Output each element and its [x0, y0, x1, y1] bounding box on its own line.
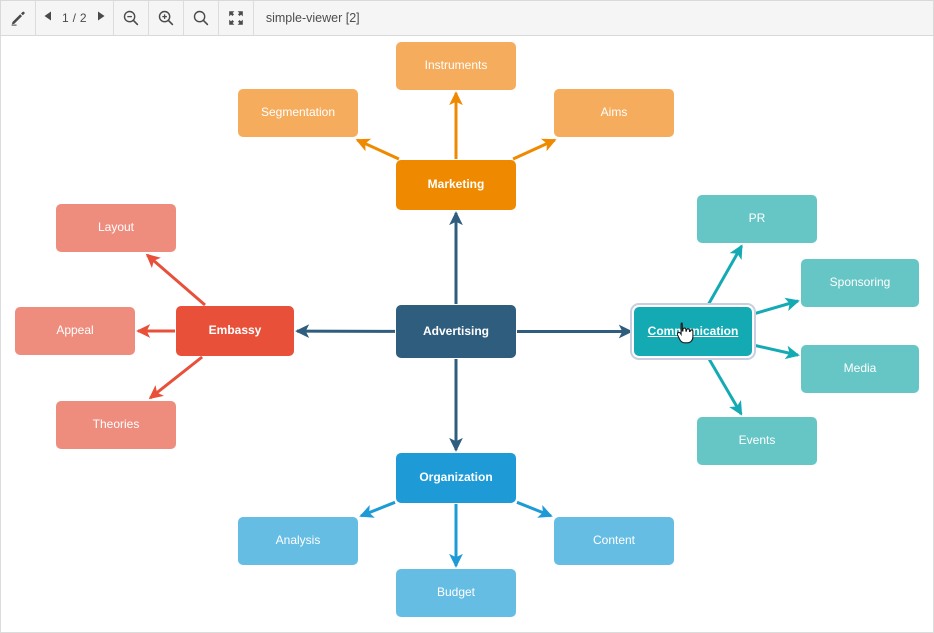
- node-label: Events: [738, 433, 776, 448]
- node-label: Instruments: [424, 58, 488, 73]
- node-label: Communication: [647, 323, 739, 338]
- node-media[interactable]: Media: [801, 345, 919, 393]
- page-indicator: 1 / 2: [62, 11, 87, 25]
- edge-layer: [136, 91, 800, 568]
- viewer-toolbar: 1 / 2: [0, 0, 934, 36]
- node-organization[interactable]: Organization: [396, 453, 516, 503]
- zoom-out-button[interactable]: [113, 1, 149, 35]
- node-label: Aims: [600, 105, 628, 120]
- node-appeal[interactable]: Appeal: [15, 307, 135, 355]
- node-label: Embassy: [208, 323, 262, 338]
- node-aims[interactable]: Aims: [554, 89, 674, 137]
- edge-communication-to-sponsoring: [752, 297, 800, 316]
- node-content[interactable]: Content: [554, 517, 674, 565]
- zoom-out-icon: [122, 9, 140, 27]
- node-embassy[interactable]: Embassy: [176, 306, 294, 356]
- node-budget[interactable]: Budget: [396, 569, 516, 617]
- fullscreen-button[interactable]: [218, 1, 254, 35]
- node-theories[interactable]: Theories: [56, 401, 176, 449]
- node-label: Analysis: [275, 533, 321, 548]
- node-label: Content: [592, 533, 636, 548]
- document-title: simple-viewer [2]: [265, 11, 360, 25]
- edge-organization-to-analysis: [359, 500, 396, 518]
- fullscreen-icon: [227, 9, 245, 27]
- node-label: Segmentation: [260, 105, 336, 120]
- pencil-icon: [9, 9, 27, 27]
- node-label: Media: [843, 361, 877, 376]
- node-sponsoring[interactable]: Sponsoring: [801, 259, 919, 307]
- node-marketing[interactable]: Marketing: [396, 160, 516, 210]
- node-label: Budget: [436, 585, 476, 600]
- triangle-right-icon: [95, 9, 107, 27]
- node-label: Advertising: [422, 323, 489, 338]
- zoom-in-button[interactable]: [148, 1, 184, 35]
- page-navigator: 1 / 2: [36, 1, 114, 35]
- node-events[interactable]: Events: [697, 417, 817, 465]
- edge-embassy-to-theories: [148, 355, 204, 400]
- node-label: Sponsoring: [829, 275, 891, 290]
- node-label: Layout: [97, 220, 135, 235]
- node-pr[interactable]: PR: [697, 195, 817, 243]
- zoom-reset-button[interactable]: [183, 1, 219, 35]
- edge-communication-to-pr: [706, 244, 743, 307]
- edge-organization-to-content: [516, 500, 553, 518]
- edge-communication-to-media: [752, 343, 800, 360]
- previous-page-button[interactable]: [36, 1, 60, 35]
- node-label: PR: [748, 211, 766, 226]
- magnifier-icon: [192, 9, 210, 27]
- edge-marketing-to-segmentation: [355, 138, 400, 161]
- edge-communication-to-events: [706, 356, 743, 416]
- node-instruments[interactable]: Instruments: [396, 42, 516, 90]
- triangle-left-icon: [42, 9, 54, 27]
- next-page-button[interactable]: [89, 1, 113, 35]
- node-label: Theories: [92, 417, 140, 432]
- node-layout[interactable]: Layout: [56, 204, 176, 252]
- node-label: Organization: [419, 470, 493, 485]
- node-analysis[interactable]: Analysis: [238, 517, 358, 565]
- zoom-in-icon: [157, 9, 175, 27]
- edge-embassy-to-layout: [145, 253, 206, 307]
- edge-marketing-to-aims: [512, 138, 557, 161]
- node-label: Marketing: [427, 177, 485, 192]
- node-label: Appeal: [56, 323, 94, 338]
- node-advertising[interactable]: Advertising: [396, 305, 516, 358]
- node-communication[interactable]: Communication: [634, 307, 752, 356]
- edit-button[interactable]: [1, 1, 36, 35]
- node-segmentation[interactable]: Segmentation: [238, 89, 358, 137]
